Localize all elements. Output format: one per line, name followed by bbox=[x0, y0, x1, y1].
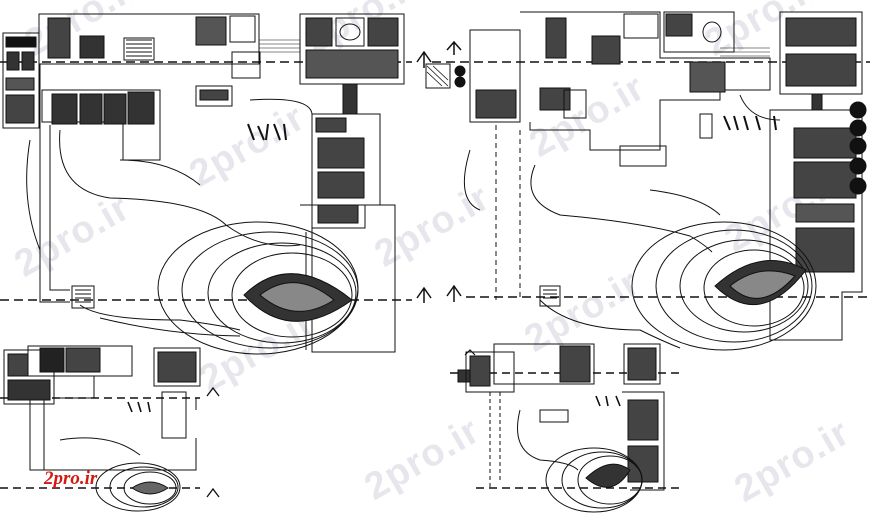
large-plan-left bbox=[0, 13, 432, 355]
small-plan-right bbox=[450, 343, 680, 513]
small-plan-left bbox=[0, 345, 220, 512]
site-logo: 2pro.ir bbox=[44, 468, 98, 489]
large-plan-right bbox=[425, 11, 870, 351]
